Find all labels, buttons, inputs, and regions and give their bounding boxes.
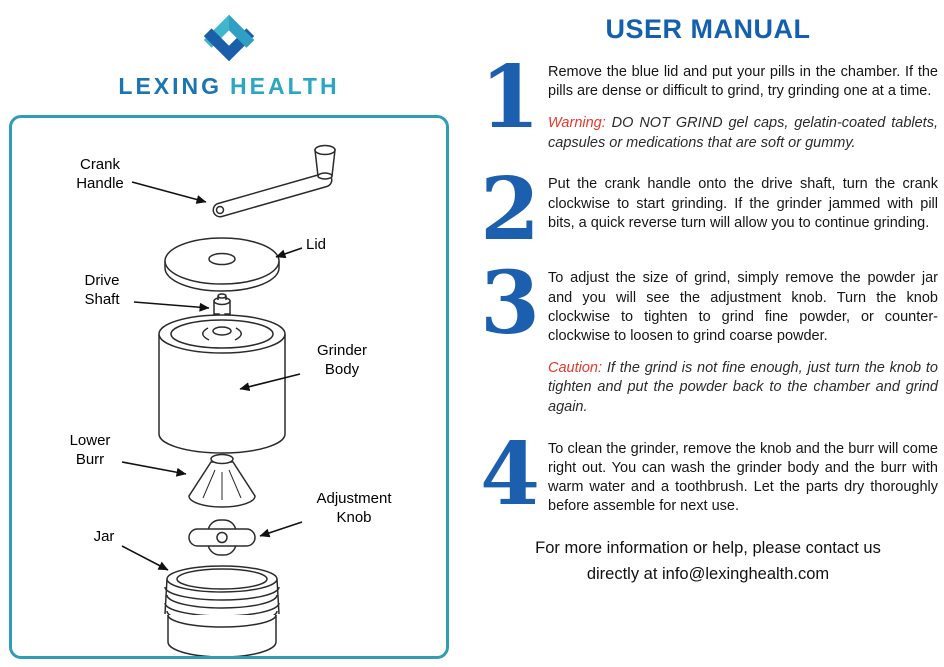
label-jar: Jar [93,528,115,545]
step-4-text: To clean the grinder, remove the knob an… [548,440,938,514]
lid-part [164,237,280,292]
step-3-caution: Caution: If the grind is not fine enough… [548,359,938,418]
arrow-jar [121,545,169,571]
caution-label: Caution: [548,359,603,376]
step-2-text: Put the crank handle onto the drive shaf… [548,176,938,231]
step-2: 2 Put the crank handle onto the drive sh… [478,159,938,261]
page-title: USER MANUAL [605,14,811,44]
lower-burr-part [188,453,256,508]
caution-text: If the grind is not fine enough, just tu… [548,359,939,415]
brand-header: LEXING HEALTH [0,6,458,100]
brand-name-lexing: LEXING [118,73,223,99]
brand-name: LEXING HEALTH [0,73,458,100]
step-2-number: 2 [480,159,540,261]
step-1-warning: Warning: DO NOT GRIND gel caps, gelatin-… [548,114,938,153]
label-lower-burr: Lower Burr [69,432,111,468]
step-1-text: Remove the blue lid and put your pills i… [548,64,938,100]
arrow-grinder-body [239,373,301,392]
arrow-lid [275,247,303,259]
warning-text: DO NOT GRIND gel caps, gelatin-coated ta… [548,115,938,151]
step-4-body: To clean the grinder, remove the knob an… [542,438,938,517]
label-drive-shaft: Drive Shaft [84,272,120,308]
step-4-number: 4 [480,423,540,525]
label-adjustment-knob: Adjustment Knob [316,490,392,526]
step-4: 4 To clean the grinder, remove the knob … [478,423,938,525]
brand-name-health: HEALTH [230,73,340,99]
adjustment-knob-part [188,519,256,556]
arrow-drive-shaft [133,301,210,312]
arrow-lower-burr [121,461,187,477]
step-3-text: To adjust the size of grind, simply remo… [548,270,938,344]
grinder-body-part [158,314,286,454]
label-lid: Lid [306,236,327,253]
grinder-exploded-diagram [121,144,336,656]
arrow-adjustment-knob [259,521,303,538]
step-2-body: Put the crank handle onto the drive shaf… [542,173,938,232]
arrow-crank-handle [131,181,207,204]
step-1: 1 Remove the blue lid and put your pills… [478,47,938,153]
jar-part [164,565,280,656]
step-1-number: 1 [480,47,540,148]
step-3: 3 To adjust the size of grind, simply re… [478,253,938,417]
step-3-number: 3 [480,253,540,355]
contact-line-1: For more information or help, please con… [535,539,881,558]
label-grinder-body: Grinder Body [316,342,368,378]
crank-handle-part [212,144,336,218]
step-1-body: Remove the blue lid and put your pills i… [542,61,938,153]
warning-label: Warning: [548,115,606,132]
diagram-box: Crank Handle Lid Drive Shaft Grinder Bod… [9,115,449,659]
contact-footer: For more information or help, please con… [478,536,938,587]
step-3-body: To adjust the size of grind, simply remo… [542,267,938,417]
label-crank-handle: Crank Handle [76,156,124,192]
lexing-logo-icon [203,14,255,62]
contact-line-2: directly at info@lexinghealth.com [586,564,830,583]
diagram-arrows [121,181,303,571]
instructions-column: USER MANUAL 1 Remove the blue lid and pu… [478,14,938,587]
